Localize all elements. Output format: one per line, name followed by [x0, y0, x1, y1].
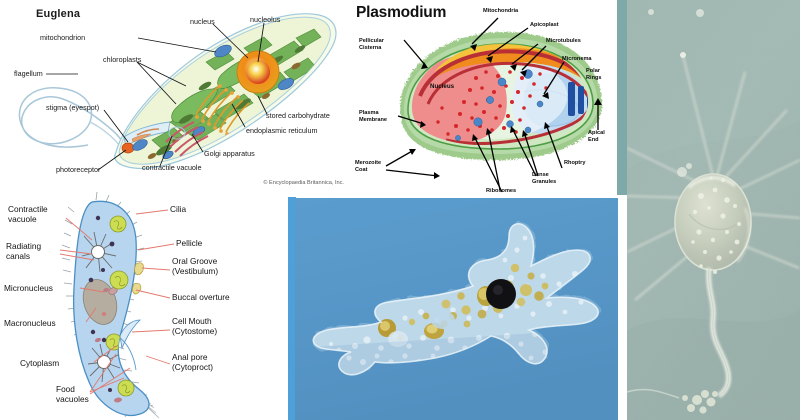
paramecium-label-cytoplasm: Cytoplasm [20, 358, 60, 368]
paramecium-label-oral-groove: Oral Groove (Vestibulum) [172, 256, 219, 277]
white-gutter [618, 195, 627, 420]
paramecium-label-buccal-overture: Buccal overture [172, 292, 230, 302]
plasmodium-label-micronema: Micronema [562, 56, 592, 62]
paramecium-label-food-vacuoles: Food vacuoles [56, 384, 89, 405]
euglena-label-stored-carbohydrate: stored carbohydrate [266, 111, 330, 120]
paramecium-blue-accent-bar [288, 197, 296, 420]
plasmodium-label-pellicular-cisterna: Pellicular Cisterna [359, 38, 384, 51]
plasmodium-label-plasma-membrane: Plasma Membrane [359, 110, 387, 123]
amoeba-photo-content [295, 198, 618, 420]
plasmodium-label-polar-rings: Polar Rings [586, 68, 602, 81]
flagellate-photograph [627, 0, 800, 420]
euglena-label-nucleolus: nucleolus [250, 15, 281, 24]
euglena-illustration [18, 13, 337, 171]
paramecium-illustration [59, 192, 175, 419]
euglena-diagram-panel: Euglena [0, 0, 350, 192]
euglena-label-flagellum: flagellum [14, 69, 43, 78]
plasmodium-diagram-panel: Plasmodium [350, 0, 618, 195]
plasmodium-label-apical-end: Apical End [588, 130, 605, 143]
flagellate-photo-content [627, 0, 800, 420]
plasmodium-label-nucleus: Nucleus [430, 83, 455, 90]
paramecium-label-pellicle: Pellicle [176, 238, 203, 248]
euglena-label-contractile-vacuole: contractile vacuole [142, 163, 202, 172]
teal-accent-strip [617, 0, 627, 195]
euglena-label-golgi-apparatus: Golgi apparatus [204, 149, 255, 158]
plasmodium-label-dense-granules: Dense Granules [532, 172, 557, 185]
euglena-label-mitochondrion: mitochondrion [40, 33, 86, 42]
paramecium-label-cilia: Cilia [170, 204, 187, 214]
paramecium-label-contractile-vacuole: Contractile vacuole [8, 204, 48, 225]
euglena-label-nucleus: nucleus [190, 17, 215, 26]
euglena-title: Euglena [36, 8, 81, 20]
euglena-label-stigma: stigma (eyespot) [46, 103, 100, 112]
plasmodium-title: Plasmodium [356, 4, 447, 21]
euglena-label-photoreceptor: photoreceptor [56, 165, 101, 174]
paramecium-label-macronucleus: Macronucleus [4, 318, 56, 328]
paramecium-label-radiating-canals: Radiating canals [6, 241, 42, 262]
paramecium-label-anal-pore: Anal pore (Cytoproct) [172, 352, 214, 373]
plasmodium-label-mitochondria: Mitochondria [483, 8, 519, 14]
paramecium-label-micronucleus: Micronucleus [4, 283, 53, 293]
euglena-label-endoplasmic-reticulum: endoplasmic reticulum [246, 126, 318, 135]
britannica-copyright: © Encyclopaedia Britannica, Inc. [263, 180, 344, 186]
plasmodium-label-rhoptry: Rhoptry [564, 160, 586, 166]
plasmodium-illustration [385, 17, 603, 193]
plasmodium-label-ribosomes: Ribosomes [486, 188, 517, 194]
plasmodium-label-microtubules: Microtubules [546, 38, 581, 44]
euglena-label-chloroplasts: chloroplasts [103, 55, 142, 64]
amoeba-photograph [295, 198, 618, 420]
paramecium-label-cell-mouth: Cell Mouth (Cytostome) [172, 316, 218, 337]
plasmodium-label-apicoplast: Apicoplast [530, 22, 559, 28]
paramecium-diagram-panel: Contractile vacuole Radiating canals Mic… [0, 192, 296, 420]
plasmodium-label-merozoite-coat: Merozoite Coat [355, 160, 382, 173]
